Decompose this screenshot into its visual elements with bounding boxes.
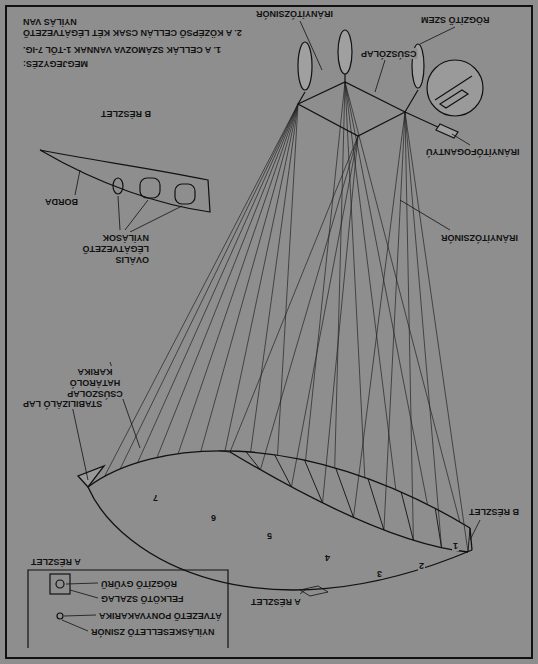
stroke bbox=[345, 82, 396, 490]
stroke bbox=[275, 455, 292, 487]
stroke bbox=[260, 136, 358, 470]
callout-number: 3 bbox=[376, 568, 383, 579]
callout-number: 4 bbox=[324, 552, 331, 563]
stroke bbox=[468, 528, 470, 552]
part-label: IRÁNYÍTÓZSINÓR bbox=[255, 8, 334, 19]
stroke bbox=[306, 82, 345, 460]
stroke bbox=[138, 104, 298, 463]
stroke bbox=[401, 492, 413, 540]
stroke bbox=[105, 104, 298, 476]
stroke bbox=[345, 82, 365, 477]
stroke bbox=[336, 468, 354, 517]
part-label: CSÚSZÓLAP bbox=[360, 48, 418, 59]
detail-a bbox=[28, 570, 228, 648]
part-label: CSÚSZÓLAP HATÁROLÓ KARIKA bbox=[52, 366, 138, 399]
rib-detail bbox=[40, 150, 210, 212]
part-label: RÖGZÍTŐ SZEM bbox=[420, 14, 491, 25]
part-label: A RÉSZLET bbox=[250, 596, 302, 607]
callout-number: 5 bbox=[266, 530, 273, 541]
part-label: IRÁNYÍTÓZSINÓR bbox=[440, 232, 519, 243]
suspension-lines bbox=[105, 82, 468, 552]
callout-number: 1 bbox=[452, 540, 459, 551]
stroke bbox=[246, 452, 260, 470]
callout-number: 7 bbox=[152, 492, 159, 503]
stroke bbox=[354, 112, 406, 517]
frame bbox=[6, 6, 532, 658]
stroke bbox=[225, 104, 298, 451]
stroke bbox=[335, 82, 345, 468]
stroke bbox=[219, 451, 230, 452]
part-label: OVÁLIS LÉGÁTVEZETŐ NYÍLÁSOK bbox=[52, 232, 150, 265]
leader-lines bbox=[62, 21, 480, 631]
stroke bbox=[157, 104, 298, 457]
part-label: A RÉSZLET bbox=[30, 556, 82, 567]
part-label: 1. A CELLÁK SZÁMOZVA VANNAK 1-TŐL 7-IG. bbox=[22, 44, 222, 55]
part-label: RÖGZÍTŐ GYŰRŰ bbox=[100, 578, 178, 589]
part-label: NYÍLÁSKESELLETŐ ZSINÓR bbox=[90, 626, 216, 637]
canopy bbox=[78, 451, 472, 596]
stroke bbox=[368, 479, 384, 530]
part-label: ÁTVEZETŐ PONYVAKARIKA bbox=[98, 610, 223, 621]
part-label: FELKÖTŐ SZALAG bbox=[100, 593, 185, 604]
stroke bbox=[230, 136, 358, 452]
stroke bbox=[251, 104, 298, 452]
stroke bbox=[405, 112, 413, 540]
slider bbox=[298, 30, 483, 138]
part-label: BORDA bbox=[44, 196, 79, 207]
part-label: STABILIZÁLÓ LAP bbox=[22, 398, 103, 409]
stroke bbox=[201, 104, 298, 451]
callout-number: 6 bbox=[210, 512, 217, 523]
stroke bbox=[435, 508, 441, 547]
stroke bbox=[305, 460, 323, 503]
stroke bbox=[278, 104, 298, 455]
part-label: MEGJEGYZÉS: bbox=[22, 58, 89, 69]
part-label: B RÉSZLET bbox=[100, 108, 152, 119]
stroke bbox=[120, 104, 298, 469]
stroke bbox=[384, 112, 405, 530]
callout-number: 2 bbox=[418, 560, 425, 571]
stroke bbox=[323, 136, 358, 503]
stroke bbox=[291, 136, 358, 487]
stroke bbox=[405, 112, 468, 552]
part-label: B RÉSZLET bbox=[468, 506, 520, 517]
part-label: 2. A KÖZÉPSŐ CELLÁN CSAK KÉT LÉGÁTVEZETŐ… bbox=[22, 16, 260, 38]
canopy-ribs bbox=[219, 451, 470, 552]
part-label: IRÁNYÍTÓFOGANTYÚ bbox=[425, 146, 521, 157]
stroke bbox=[178, 104, 298, 454]
